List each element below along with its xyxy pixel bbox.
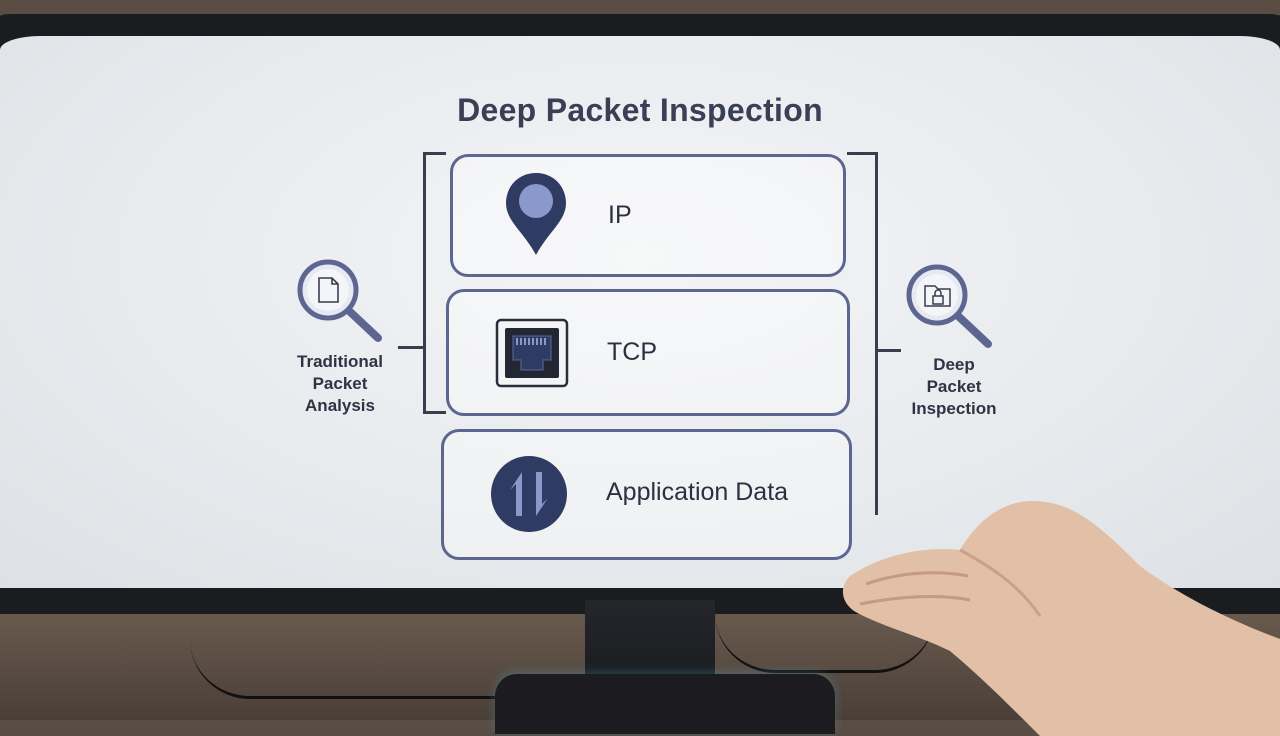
monitor-screen: Deep Packet Inspection IP TCP [0,36,1280,588]
monitor-cable-right [715,610,935,673]
monitor-cable-left [190,600,610,699]
traditional-scope-bracket [423,152,446,414]
deep-inspection-caption: Deep Packet Inspection [911,355,997,418]
slide-title: Deep Packet Inspection [457,92,823,128]
up-down-arrows-icon [491,456,567,532]
ip-layer-label: IP [608,201,632,229]
traditional-scope-tick [398,346,424,349]
application-layer-box: Application Data [441,429,852,560]
computer-base [495,674,835,734]
tcp-layer-box: TCP [446,289,850,416]
traditional-analysis-caption: Traditional Packet Analysis [297,352,383,415]
presenter-hand [843,500,1280,736]
ip-layer-box: IP [450,154,846,277]
magnifier-document-icon [297,259,382,342]
tcp-layer-label: TCP [607,338,657,366]
magnifier-lock-icon [906,264,992,348]
deep-scope-tick [877,349,901,352]
application-layer-label: Application Data [606,478,789,506]
ethernet-port-icon [495,318,569,388]
deep-scope-bracket [847,152,878,515]
location-pin-icon [506,173,566,255]
